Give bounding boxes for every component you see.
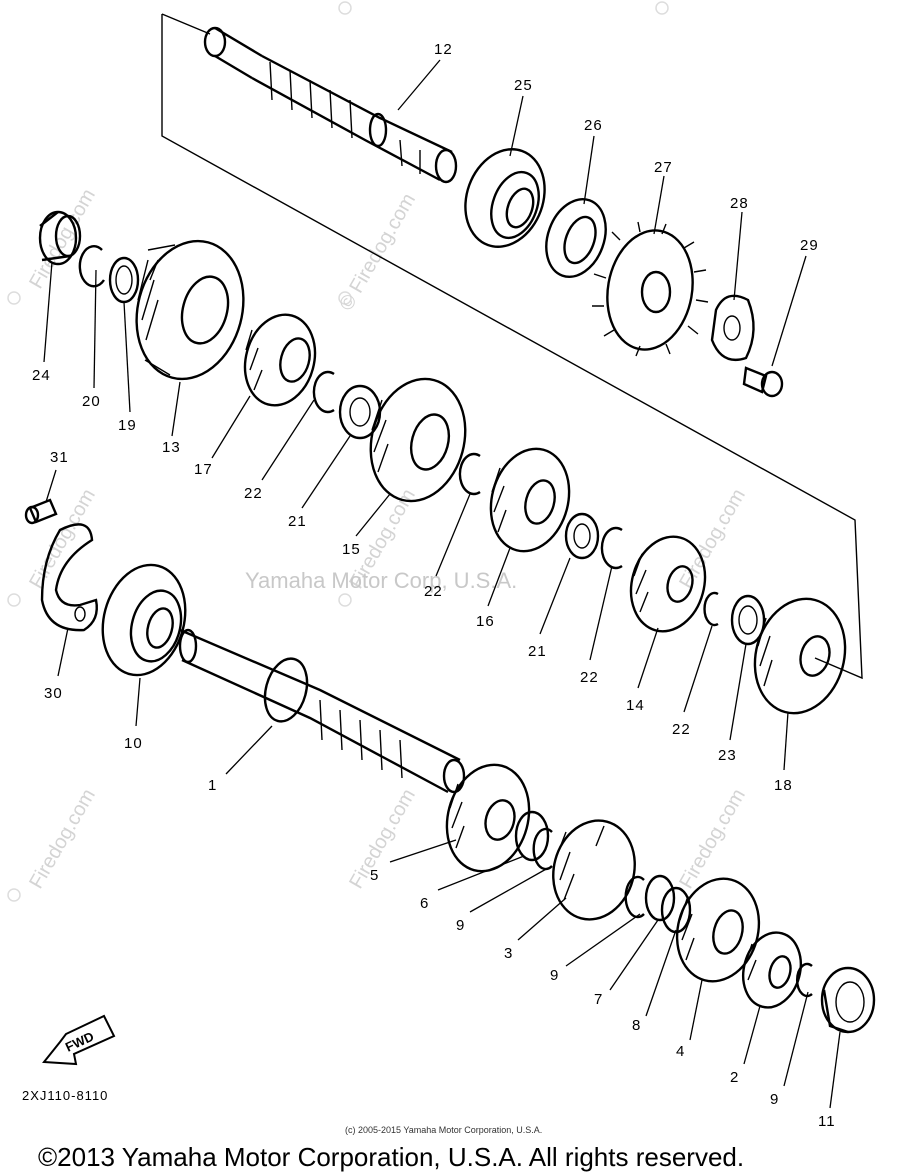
label-9-b: 9 — [550, 967, 559, 984]
label-19: 19 — [118, 417, 137, 434]
label-26: 26 — [584, 117, 603, 134]
label-27: 27 — [654, 159, 673, 176]
label-9-a: 9 — [456, 917, 465, 934]
label-12: 12 — [434, 41, 453, 58]
bearing-25 — [464, 148, 546, 248]
label-29: 29 — [800, 237, 819, 254]
pin-31 — [24, 498, 58, 525]
label-7: 7 — [594, 991, 603, 1008]
bearing-10 — [101, 563, 187, 677]
circlip-9-a — [532, 827, 553, 871]
label-1: 1 — [208, 777, 217, 794]
washer-7 — [644, 874, 676, 922]
washer-23 — [730, 594, 766, 646]
fwd-arrow-icon: FWD — [42, 1014, 116, 1066]
label-8: 8 — [632, 1017, 641, 1034]
label-23: 23 — [718, 747, 737, 764]
group-boundary-lines — [161, 13, 863, 680]
label-17: 17 — [194, 461, 213, 478]
label-14: 14 — [626, 697, 645, 714]
footer-copyright: ©2013 Yamaha Motor Corporation, U.S.A. A… — [38, 1142, 744, 1172]
washer-19 — [108, 256, 140, 304]
label-31: 31 — [50, 449, 69, 466]
label-21-b: 21 — [528, 643, 547, 660]
gear-17 — [243, 313, 317, 407]
label-21-a: 21 — [288, 513, 307, 530]
label-20: 20 — [82, 393, 101, 410]
label-5: 5 — [370, 867, 379, 884]
label-28: 28 — [730, 195, 749, 212]
label-18: 18 — [774, 777, 793, 794]
gear-16 — [489, 447, 571, 553]
washer-21-b — [564, 512, 600, 560]
corner-marks — [7, 1, 669, 902]
label-22-b: 22 — [424, 583, 443, 600]
label-4: 4 — [676, 1043, 685, 1060]
lock-washer-28 — [710, 294, 755, 362]
watermark-site-8: Firedog.com — [675, 785, 750, 892]
bearing-24 — [38, 210, 82, 266]
circlip-9-b — [624, 875, 645, 919]
label-24: 24 — [32, 367, 51, 384]
label-9-c: 9 — [770, 1091, 779, 1108]
bolt-29 — [742, 366, 784, 398]
watermark-site-2: Firedog.com — [25, 185, 100, 292]
label-25: 25 — [514, 77, 533, 94]
bearing-11 — [820, 966, 876, 1034]
watermark-center: Yamaha Motor Corp, U.S.A. — [245, 568, 517, 593]
circlip-22-d — [703, 591, 719, 627]
label-22-d: 22 — [672, 721, 691, 738]
circlip-22-b — [458, 452, 481, 496]
circlip-22-c — [600, 526, 623, 570]
diagram-part-number: 2XJ110-8110 — [22, 1088, 108, 1103]
circlip-22-a — [312, 370, 335, 414]
leader-lines — [43, 59, 841, 1109]
oil-seal-26 — [545, 198, 607, 278]
main-axle — [203, 26, 458, 184]
label-22-c: 22 — [580, 669, 599, 686]
watermark-site-1: © Firedog.com — [335, 190, 420, 315]
watermark-site-6: Firedog.com — [345, 785, 420, 892]
washer-6 — [514, 810, 550, 862]
label-15: 15 — [342, 541, 361, 558]
sprocket-27 — [592, 221, 709, 357]
label-2: 2 — [730, 1069, 739, 1086]
gear-13 — [135, 239, 245, 381]
gear-18 — [753, 597, 847, 715]
gear-2 — [742, 931, 802, 1009]
gear-14 — [629, 535, 707, 633]
label-22-a: 22 — [244, 485, 263, 502]
label-16: 16 — [476, 613, 495, 630]
label-10: 10 — [124, 735, 143, 752]
footer-small-copyright: (c) 2005-2015 Yamaha Motor Corporation, … — [345, 1125, 542, 1135]
watermark-site-3: Firedog.com — [25, 485, 100, 592]
washer-8 — [660, 886, 692, 934]
plate-30 — [40, 523, 98, 632]
label-30: 30 — [44, 685, 63, 702]
part-labels: 12 25 26 27 28 29 24 20 19 13 17 22 21 1… — [32, 41, 836, 1130]
label-3: 3 — [504, 945, 513, 962]
gear-15 — [369, 377, 467, 503]
circlip-20 — [78, 245, 105, 288]
watermark-site-4: Firedog.com — [25, 785, 100, 892]
label-11: 11 — [818, 1113, 836, 1130]
label-13: 13 — [162, 439, 181, 456]
label-6: 6 — [420, 895, 429, 912]
drive-axle — [178, 628, 466, 794]
gear-5 — [445, 763, 531, 873]
